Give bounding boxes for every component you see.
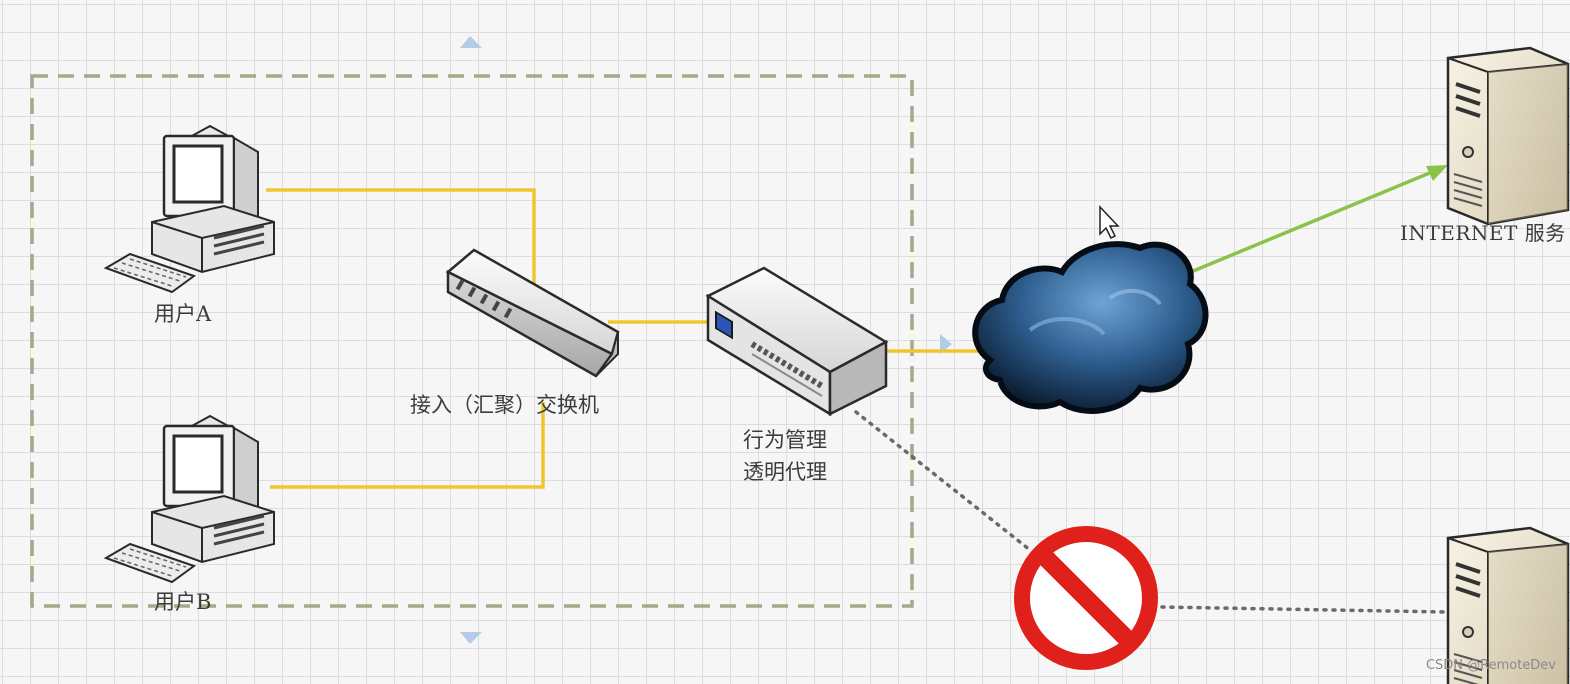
handle-up-icon[interactable] bbox=[460, 36, 482, 48]
arrow-head-icon bbox=[1426, 165, 1448, 181]
handle-right-icon[interactable] bbox=[940, 334, 952, 354]
lan-links bbox=[266, 188, 984, 489]
link-user-b-switch bbox=[270, 402, 545, 489]
allowed-link bbox=[1185, 165, 1448, 276]
computer-icon bbox=[104, 414, 276, 584]
no-entry-icon bbox=[1014, 526, 1158, 670]
watermark: CSDN @RemoteDev bbox=[1425, 658, 1556, 673]
internet-server-label: INTERNET 服务 bbox=[1400, 221, 1566, 245]
internet-cloud-icon bbox=[972, 241, 1209, 414]
proxy-label-line1: 行为管理 bbox=[743, 428, 827, 452]
server-icon bbox=[1446, 46, 1570, 226]
blocked-link bbox=[854, 410, 1448, 614]
computer-icon bbox=[104, 124, 276, 294]
switch-label: 接入（汇聚）交换机 bbox=[410, 393, 599, 417]
user-a-label: 用户A bbox=[154, 302, 212, 326]
proxy-appliance-icon bbox=[705, 266, 889, 417]
mouse-cursor-icon bbox=[1099, 205, 1120, 240]
proxy-label-line2: 透明代理 bbox=[743, 460, 827, 484]
lan-boundary bbox=[30, 74, 914, 608]
user-b-label: 用户B bbox=[154, 590, 212, 614]
handle-down-icon[interactable] bbox=[460, 632, 482, 644]
link-user-a-switch bbox=[266, 188, 536, 286]
proxy-label: 行为管理 透明代理 bbox=[743, 424, 827, 488]
switch-icon bbox=[445, 248, 620, 378]
